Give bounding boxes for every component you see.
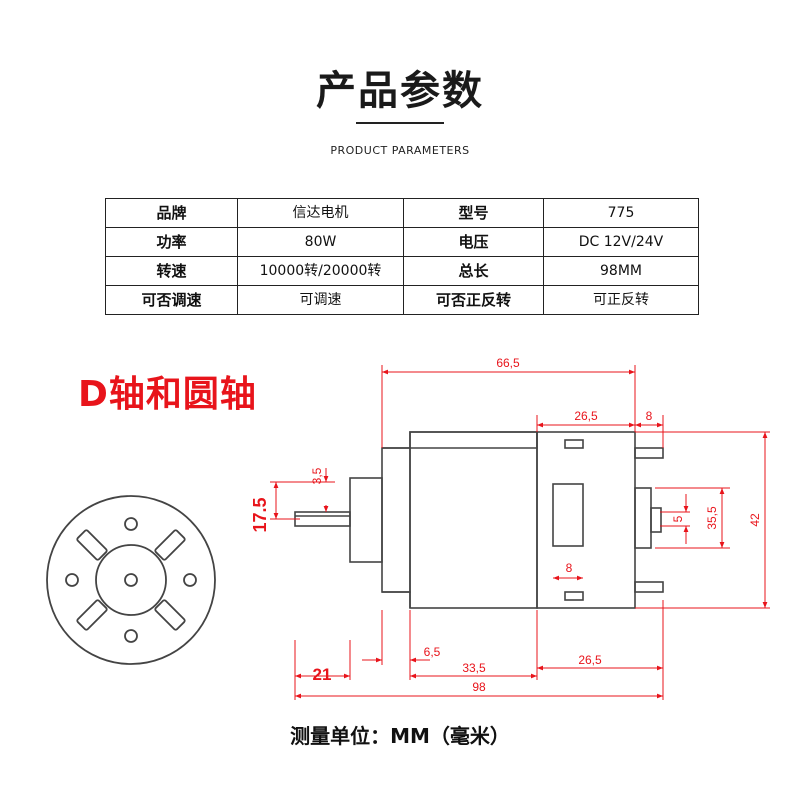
dim-label: 26,5 — [578, 653, 602, 667]
motor-end-view — [46, 495, 216, 665]
spec-label: 可否调速 — [105, 285, 238, 315]
dim-label: 5 — [671, 515, 685, 522]
page-subtitle: PRODUCT PARAMETERS — [330, 144, 470, 157]
motor-side-view — [294, 431, 664, 609]
dim-label: 26,5 — [574, 409, 598, 423]
spec-table: 品牌 信达电机 型号 775 功率 80W 电压 DC 12V/24V 转速 1… — [105, 198, 699, 315]
table-row: 品牌 信达电机 型号 775 — [105, 198, 699, 228]
dim-label: 3,5 — [310, 467, 324, 484]
dim-label: 17.5 — [250, 497, 270, 532]
dim-label: 66,5 — [496, 356, 520, 370]
table-row: 可否调速 可调速 可否正反转 可正反转 — [105, 285, 699, 315]
dim-label: 8 — [566, 561, 573, 575]
spec-label: 品牌 — [105, 198, 238, 228]
dim-label: 42 — [748, 513, 762, 527]
dim-label: 98 — [472, 680, 486, 694]
dimension-lines — [270, 365, 770, 700]
dim-label: 33,5 — [462, 661, 486, 675]
spec-value: 信达电机 — [237, 198, 404, 228]
title-underline — [356, 122, 444, 124]
spec-value: 80W — [237, 227, 404, 257]
spec-label: 电压 — [403, 227, 544, 257]
dimension-labels: 66,5 26,5 8 8 21 6,5 33,5 26,5 98 42 35,… — [250, 356, 762, 694]
spec-label: 可否正反转 — [403, 285, 544, 315]
page-title: 产品参数 — [316, 68, 484, 114]
table-row: 功率 80W 电压 DC 12V/24V — [105, 227, 699, 257]
shaft-type-heading: D轴和圆轴 — [78, 374, 257, 415]
spec-label: 功率 — [105, 227, 238, 257]
dim-label: 35,5 — [705, 506, 719, 530]
spec-value: 98MM — [543, 256, 699, 286]
spec-label: 总长 — [403, 256, 544, 286]
dim-label: 6,5 — [424, 645, 441, 659]
dim-label: 8 — [646, 409, 653, 423]
dim-label: 21 — [313, 665, 332, 684]
table-row: 转速 10000转/20000转 总长 98MM — [105, 256, 699, 286]
measurement-units-note: 测量单位：MM（毫米） — [290, 724, 510, 748]
spec-value: 可正反转 — [543, 285, 699, 315]
spec-value: 775 — [543, 198, 699, 228]
